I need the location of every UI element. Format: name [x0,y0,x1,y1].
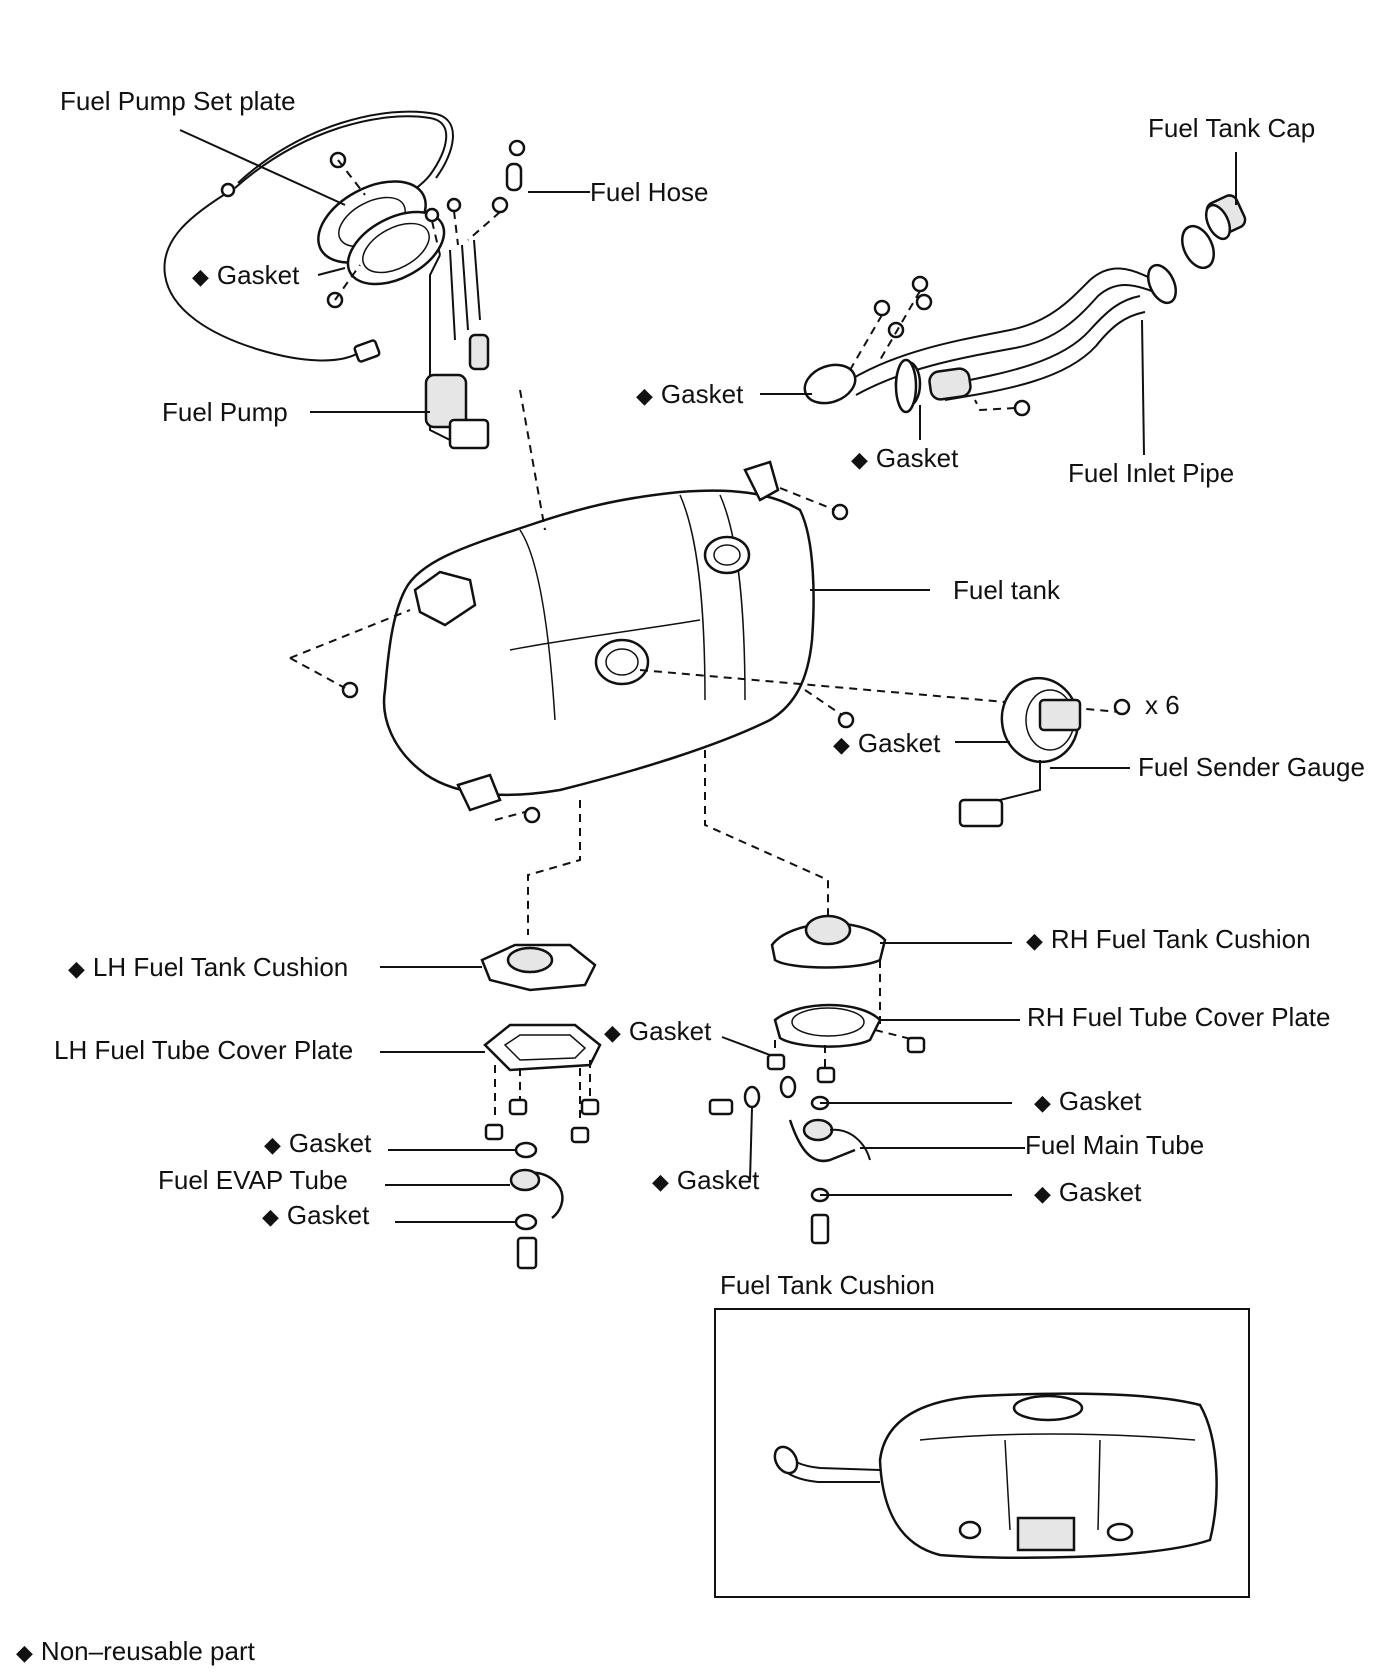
non-reusable-marker-icon: ◆ [833,732,850,757]
label-gasket-text: Gasket [288,1128,372,1158]
label-gasket-inlet-2: ◆ Gasket [851,443,958,475]
fuel-inlet-pipe-part [803,263,1178,417]
label-fuel-tank-cap: Fuel Tank Cap [1148,113,1316,143]
non-reusable-marker-icon: ◆ [192,264,209,289]
label-gasket-inlet-1: ◆ Gasket [636,379,743,411]
label-gasket-pump: ◆ Gasket [192,260,299,292]
inset-tank-drawing [773,1392,1218,1560]
label-rh-cushion-text: RH Fuel Tank Cushion [1050,924,1311,954]
fuel-tank-body [289,389,1121,824]
lh-cushion-stack [480,800,602,1270]
label-gasket-text: Gasket [628,1016,712,1046]
non-reusable-marker-icon: ◆ [262,1204,279,1229]
label-gasket-main-3: ◆ Gasket [1034,1177,1141,1209]
label-lh-cushion-text: LH Fuel Tank Cushion [92,952,349,982]
label-fuel-main-tube: Fuel Main Tube [1025,1130,1205,1160]
leader-lines [179,129,1237,1223]
label-gasket-text: Gasket [660,379,744,409]
label-gasket-main-1: ◆ Gasket [1034,1086,1141,1118]
non-reusable-marker-icon: ◆ [604,1020,621,1045]
inset-frame [714,1308,1250,1598]
label-gasket-text: Gasket [286,1200,370,1230]
non-reusable-marker-icon: ◆ [636,383,653,408]
non-reusable-marker-icon: ◆ [851,447,868,472]
label-gasket-text: Gasket [875,443,959,473]
label-lh-fuel-tube-cover-plate: LH Fuel Tube Cover Plate [54,1035,354,1065]
label-fuel-hose: Fuel Hose [590,177,709,207]
label-rh-fuel-tube-cover-plate: RH Fuel Tube Cover Plate [1027,1002,1331,1032]
inset-title: Fuel Tank Cushion [720,1270,935,1300]
label-x6: x 6 [1145,690,1180,720]
fuel-sender-gauge-part [958,676,1131,828]
label-gasket-lh-2: ◆ Gasket [262,1200,369,1232]
non-reusable-marker-icon: ◆ [68,956,85,981]
fuel-pump-bracket [424,197,490,450]
fuel-tank-cap-part [1181,194,1247,270]
label-gasket-rh-plate: ◆ Gasket [604,1016,711,1048]
label-fuel-inlet-pipe: Fuel Inlet Pipe [1068,458,1235,488]
label-gasket-text: Gasket [1058,1177,1142,1207]
label-fuel-tank: Fuel tank [953,575,1060,605]
legend-text: Non–reusable part [40,1636,255,1666]
label-fuel-evap-tube: Fuel EVAP Tube [158,1165,348,1195]
label-fuel-pump: Fuel Pump [162,397,288,427]
fuel-hose-part [467,139,526,241]
label-fuel-sender-gauge: Fuel Sender Gauge [1138,752,1365,782]
non-reusable-marker-icon: ◆ [264,1132,281,1157]
label-rh-fuel-tank-cushion: ◆ RH Fuel Tank Cushion [1026,924,1311,956]
rh-cushion-stack [704,750,926,1245]
non-reusable-marker-icon: ◆ [16,1640,33,1665]
label-gasket-lh-1: ◆ Gasket [264,1128,371,1160]
label-gasket-text: Gasket [216,260,300,290]
label-gasket-text: Gasket [1058,1086,1142,1116]
non-reusable-marker-icon: ◆ [1026,928,1043,953]
label-gasket-sender: ◆ Gasket [833,728,940,760]
fuel-pump-gasket [334,159,446,301]
non-reusable-marker-icon: ◆ [1034,1090,1051,1115]
label-lh-fuel-tank-cushion: ◆ LH Fuel Tank Cushion [68,952,348,984]
legend: ◆ Non–reusable part [16,1636,255,1668]
label-gasket-main-2: ◆ Gasket [652,1165,759,1197]
label-gasket-text: Gasket [857,728,941,758]
non-reusable-marker-icon: ◆ [652,1169,669,1194]
label-fuel-pump-set-plate: Fuel Pump Set plate [60,86,296,116]
non-reusable-marker-icon: ◆ [1034,1181,1051,1206]
label-gasket-text: Gasket [676,1165,760,1195]
